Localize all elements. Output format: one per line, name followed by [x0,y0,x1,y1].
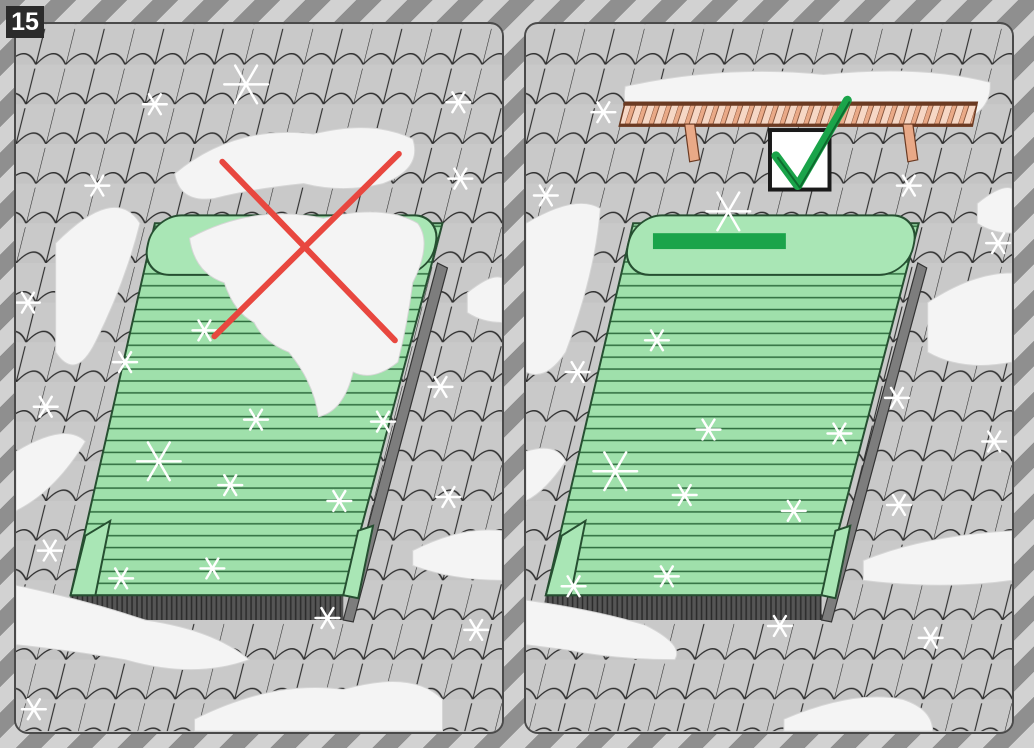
panel-incorrect [14,22,504,734]
correct-roof-illustration [526,24,1012,732]
incorrect-roof-illustration [16,24,502,732]
panel-correct [524,22,1014,734]
step-number-label: 15 [6,6,44,38]
solar-panel [653,233,786,249]
